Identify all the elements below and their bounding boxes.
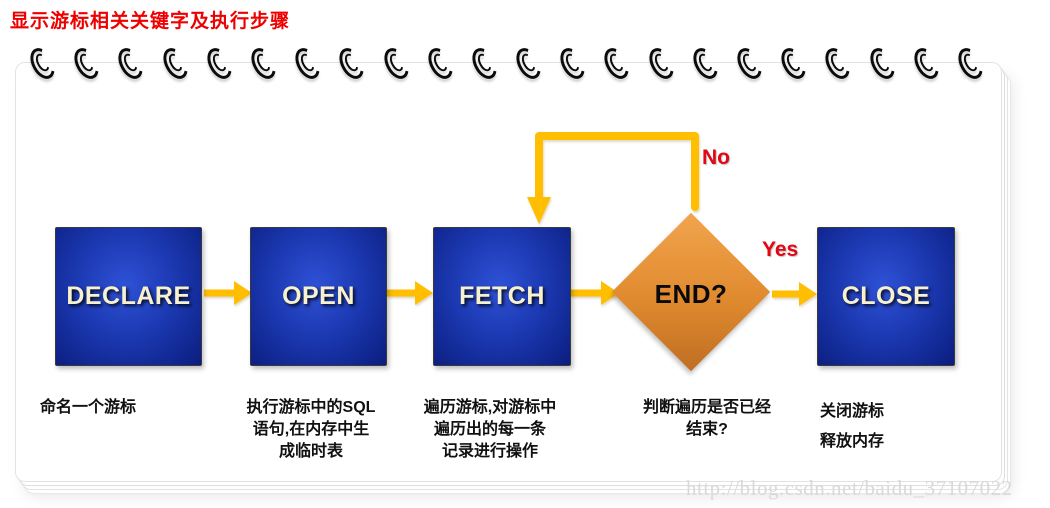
- spiral-ring-icon: [560, 46, 582, 80]
- step-label-end: END?: [654, 279, 728, 309]
- step-label-fetch: FETCH: [459, 282, 545, 310]
- spiral-ring-icon: [914, 46, 936, 80]
- caption-end: 判断遍历是否已经 结束?: [642, 399, 771, 438]
- flow-step-open: OPEN: [250, 227, 387, 366]
- caption-fetch: 遍历游标,对游标中 遍历出的每一条 记录进行操作: [423, 399, 557, 460]
- caption-close: 关闭游标 释放内存: [820, 403, 885, 450]
- spiral-ring-icon: [472, 46, 494, 80]
- spiral-ring-icon: [207, 46, 229, 80]
- spiral-ring-icon: [870, 46, 892, 80]
- no-branch-label: No: [702, 146, 730, 169]
- spiral-ring-icon: [295, 46, 317, 80]
- spiral-ring-icon: [649, 46, 671, 80]
- flow-step-fetch: FETCH: [433, 227, 571, 366]
- spiral-ring-icon: [693, 46, 715, 80]
- spiral-ring-icon: [737, 46, 759, 80]
- step-label-declare: DECLARE: [66, 282, 191, 310]
- watermark-url: http://blog.csdn.net/baidu_37107022: [686, 476, 1013, 500]
- spiral-ring-icon: [118, 46, 140, 80]
- yes-branch-label: Yes: [762, 238, 799, 261]
- spiral-ring-icon: [74, 46, 96, 80]
- step-label-close: CLOSE: [841, 282, 931, 310]
- page-title: 显示游标相关关键字及执行步骤: [10, 11, 291, 32]
- spiral-ring-icon: [781, 46, 803, 80]
- spiral-ring-icon: [516, 46, 538, 80]
- spiral-ring-icon: [163, 46, 185, 80]
- spiral-ring-icon: [30, 46, 52, 80]
- spiral-ring-icon: [339, 46, 361, 80]
- spiral-ring-icon: [428, 46, 450, 80]
- caption-open: 执行游标中的SQL 语句,在内存中生 成临时表: [246, 399, 376, 460]
- spiral-ring-icon: [958, 46, 980, 80]
- spiral-ring-icon: [825, 46, 847, 80]
- step-label-open: OPEN: [282, 282, 355, 310]
- spiral-binding: [30, 46, 980, 84]
- caption-declare: 命名一个游标: [40, 399, 137, 416]
- flow-step-close: CLOSE: [817, 227, 955, 366]
- spiral-ring-icon: [251, 46, 273, 80]
- spiral-ring-icon: [384, 46, 406, 80]
- flow-step-declare: DECLARE: [55, 227, 202, 366]
- spiral-ring-icon: [604, 46, 626, 80]
